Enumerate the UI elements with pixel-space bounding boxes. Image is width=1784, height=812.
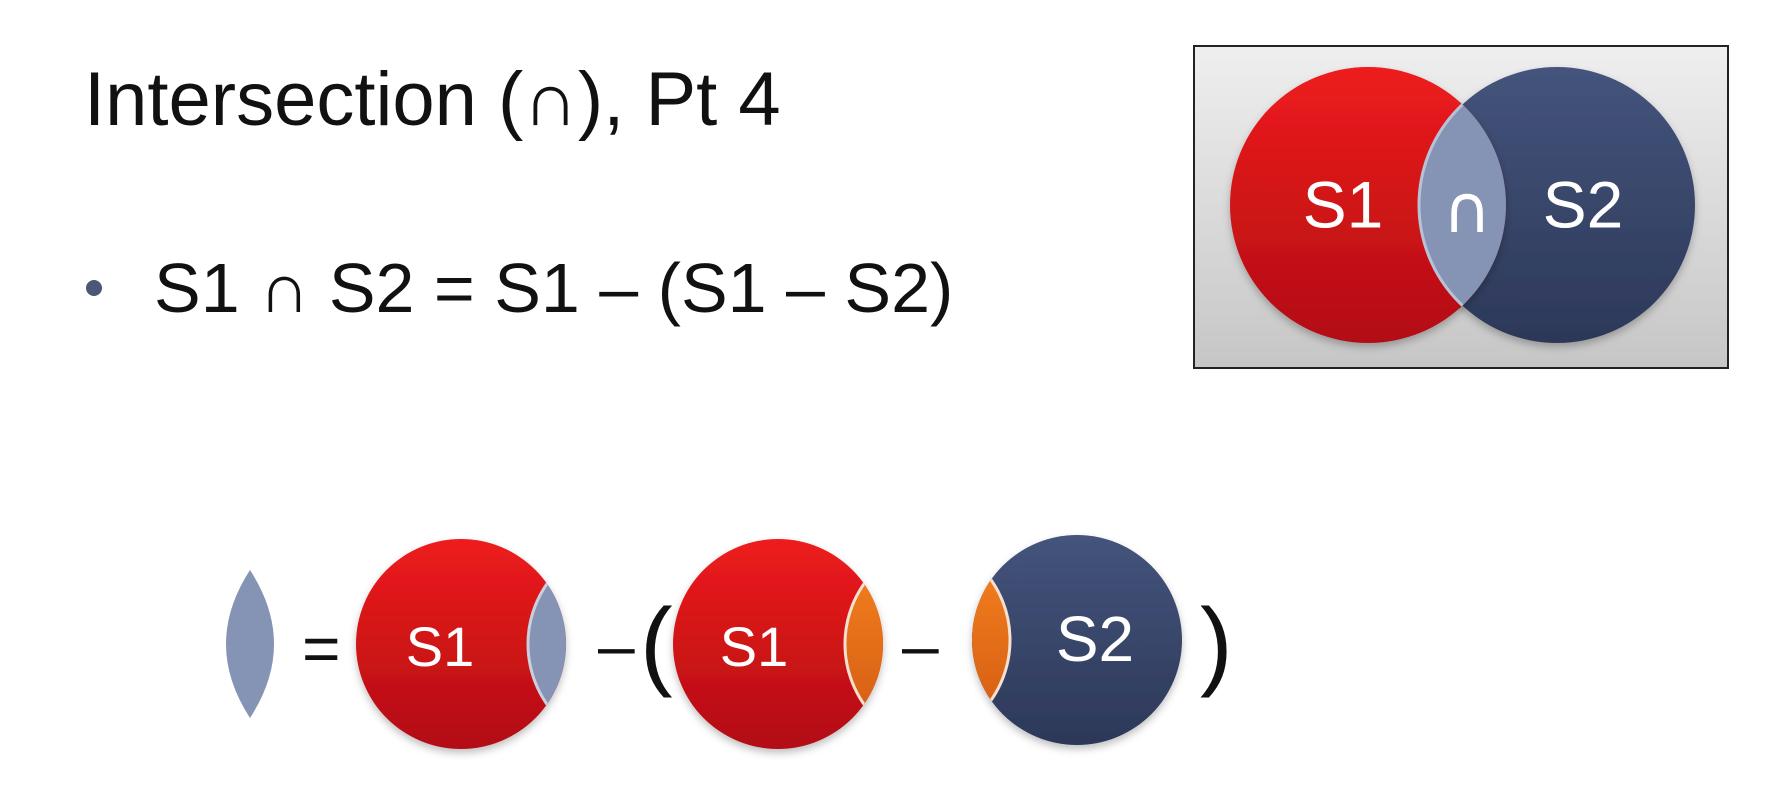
term3-label: S2 [1056,603,1134,675]
minus-sign-2: – [902,608,939,682]
bullet-dot [86,280,102,296]
venn-label-s2: S2 [1543,167,1624,241]
bullet-formula: S1 ∩ S2 = S1 – (S1 – S2) [154,249,954,327]
term2-label: S1 [720,615,789,678]
equals-sign: = [302,611,341,685]
venn-label-intersection: ∩ [1443,171,1491,248]
term1-lens [526,539,566,749]
slide-title: Intersection (∩), Pt 4 [84,57,781,142]
minus-sign-1: – [598,608,635,682]
open-paren: ( [640,588,673,698]
term3-s2-circle [972,535,1182,745]
term3-lens [972,535,1012,745]
close-paren: ) [1200,588,1233,698]
term1-s1-circle [356,539,566,749]
venn-label-s1: S1 [1303,167,1384,241]
term2-s1-circle [673,539,883,749]
term2-lens [843,539,883,749]
term1-label: S1 [406,615,475,678]
bullet-item: S1 ∩ S2 = S1 – (S1 – S2) [84,248,953,328]
venn-set-s2 [1419,67,1695,343]
result-lens-shape [226,570,274,718]
